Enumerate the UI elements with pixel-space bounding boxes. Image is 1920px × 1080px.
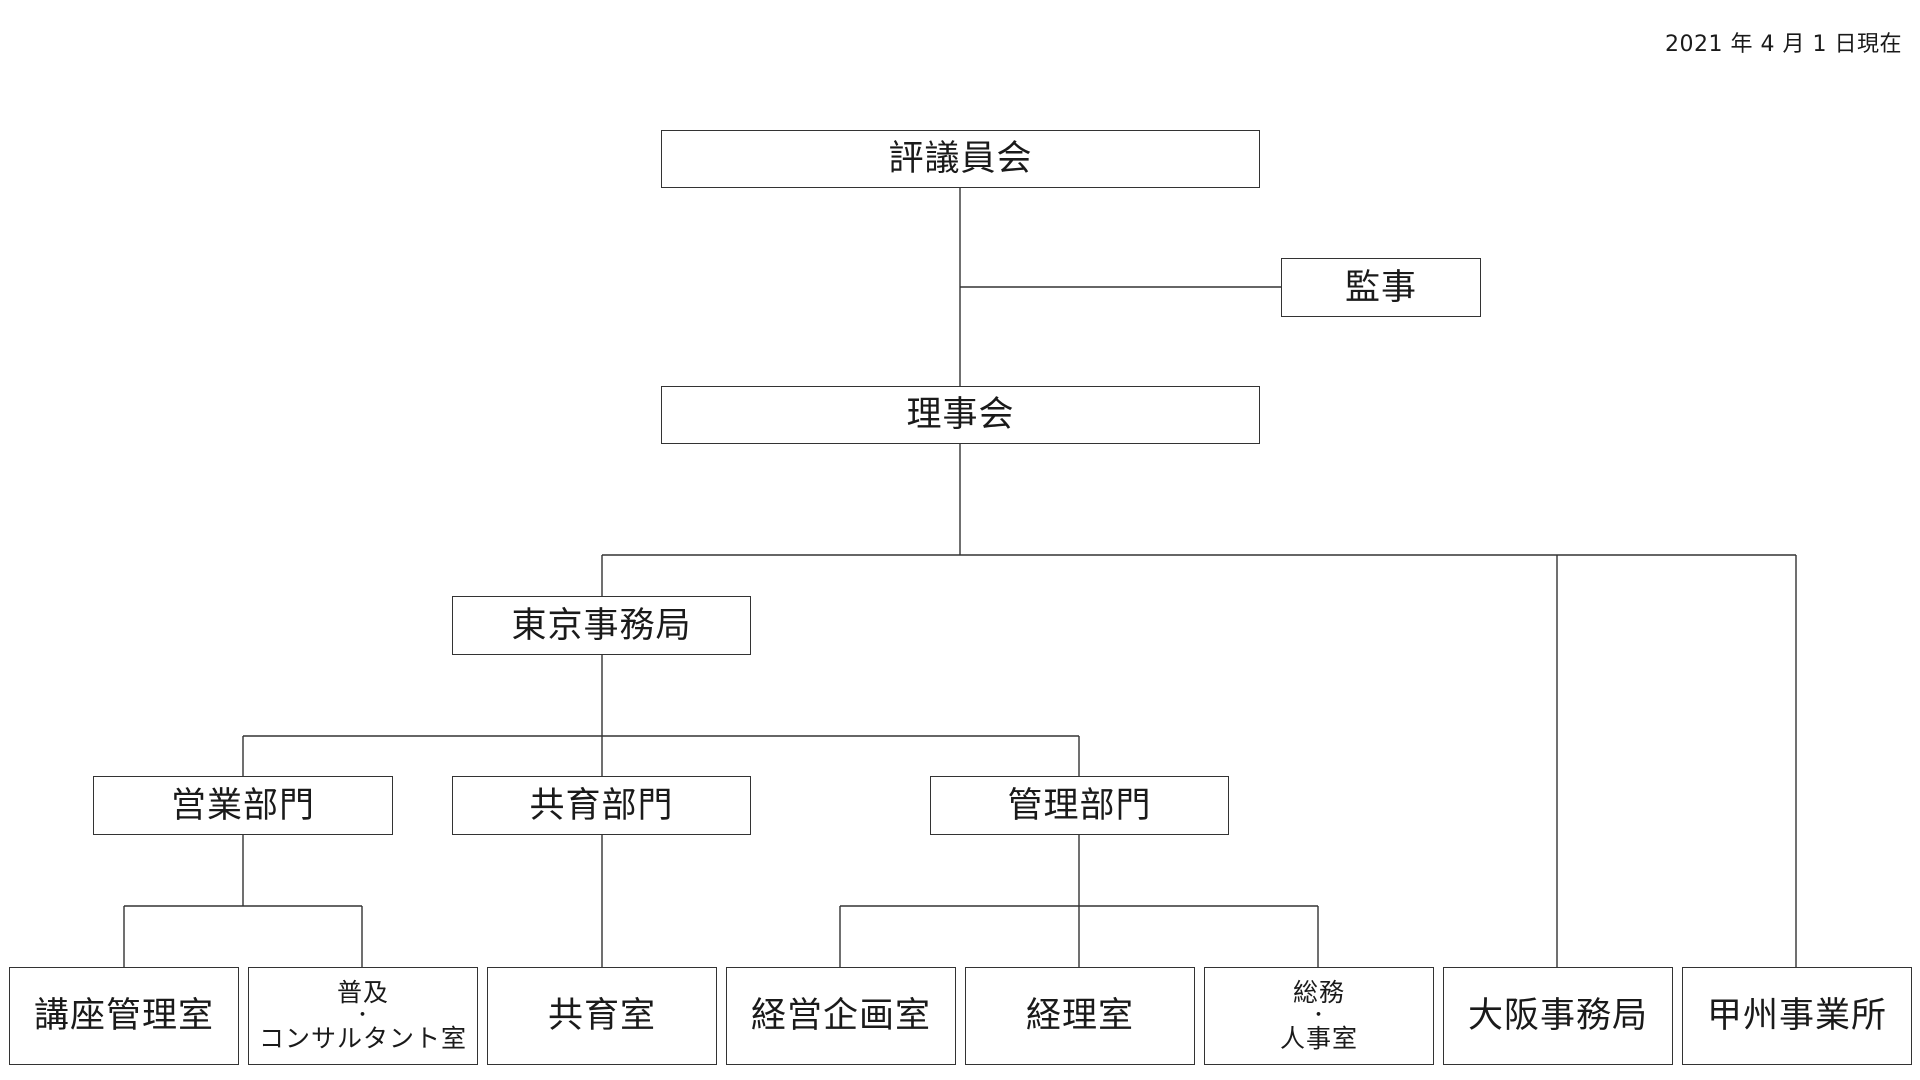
node-kyoiku-room: 共育室: [487, 967, 717, 1065]
as-of-date: 2021 年 4 月 1 日現在: [1665, 32, 1902, 57]
node-osaka-office: 大阪事務局: [1443, 967, 1673, 1065]
node-fukyu-consultant-room: 普及 ・ コンサルタント室: [248, 967, 478, 1065]
node-koshu-office: 甲州事業所: [1682, 967, 1912, 1065]
node-planning-room: 経営企画室: [726, 967, 956, 1065]
node-council: 評議員会: [661, 130, 1260, 188]
node-general-hr-room: 総務 ・ 人事室: [1204, 967, 1434, 1065]
node-sales-dept: 営業部門: [93, 776, 393, 835]
node-tokyo-office: 東京事務局: [452, 596, 751, 655]
node-course-mgmt-room: 講座管理室: [9, 967, 239, 1065]
node-board: 理事会: [661, 386, 1260, 444]
node-auditor: 監事: [1281, 258, 1481, 317]
node-accounting-room: 経理室: [965, 967, 1195, 1065]
node-education-dept: 共育部門: [452, 776, 751, 835]
node-management-dept: 管理部門: [930, 776, 1229, 835]
